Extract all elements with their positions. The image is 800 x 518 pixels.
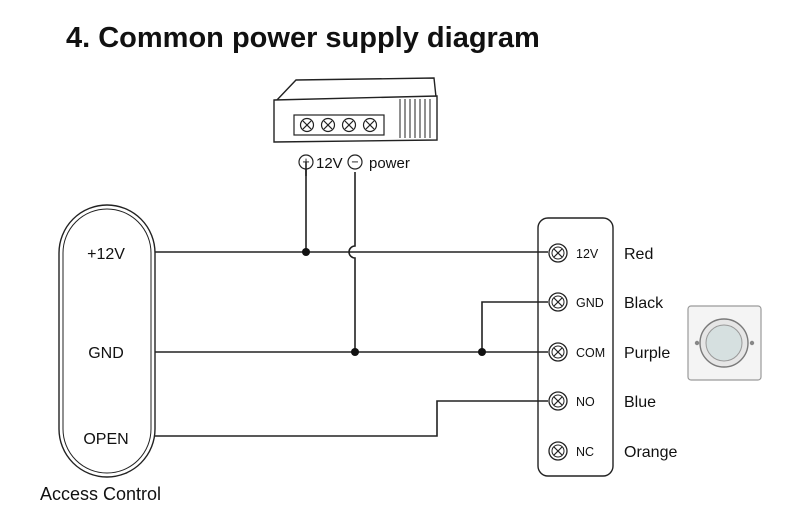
wire-power-minus <box>348 172 356 352</box>
terminal-code-com: COM <box>576 346 605 360</box>
wire-color-blue: Blue <box>624 394 656 411</box>
terminal-screw-icon <box>341 117 357 133</box>
access-control-label: Access Control <box>40 484 161 504</box>
terminal-label-open: OPEN <box>83 431 128 448</box>
terminal-code-12v: 12V <box>576 247 599 261</box>
wire-color-black: Black <box>624 295 664 312</box>
junction-dot <box>478 348 486 356</box>
power-label: + 12V − power <box>298 154 410 172</box>
wire-color-orange: Orange <box>624 444 677 461</box>
exit-button-terminal-strip: 12V GND COM NO NC <box>537 217 614 477</box>
terminal-code-no: NO <box>576 395 595 409</box>
wire-color-purple: Purple <box>624 345 670 362</box>
power-supply-unit <box>273 77 438 143</box>
wire-color-red: Red <box>624 246 653 263</box>
minus-symbol: − <box>351 155 358 169</box>
terminal-screw-icon <box>548 441 568 461</box>
wire-gnd-com-bridge <box>481 301 548 352</box>
terminal-screw-icon <box>548 243 568 263</box>
terminal-screw-icon <box>548 292 568 312</box>
terminal-screw-icon <box>362 117 378 133</box>
junction-dot <box>351 348 359 356</box>
wires <box>155 162 548 437</box>
junction-dot <box>302 248 310 256</box>
terminal-label-gnd: GND <box>88 345 124 362</box>
terminal-screw-icon <box>548 391 568 411</box>
terminal-code-gnd: GND <box>576 296 604 310</box>
terminal-screw-icon <box>548 342 568 362</box>
wire-open <box>155 400 548 437</box>
terminal-label-12v: +12V <box>87 246 125 263</box>
access-control-unit: +12V GND OPEN <box>58 204 156 478</box>
exit-button-icon <box>687 305 762 381</box>
power-voltage: 12V <box>316 155 343 172</box>
diagram-title: 4. Common power supply diagram <box>66 22 540 54</box>
terminal-screw-icon <box>299 117 315 133</box>
terminal-screw-icon <box>320 117 336 133</box>
power-label-text: power <box>369 155 410 172</box>
minus-circle-icon <box>347 154 363 170</box>
terminal-code-nc: NC <box>576 445 594 459</box>
